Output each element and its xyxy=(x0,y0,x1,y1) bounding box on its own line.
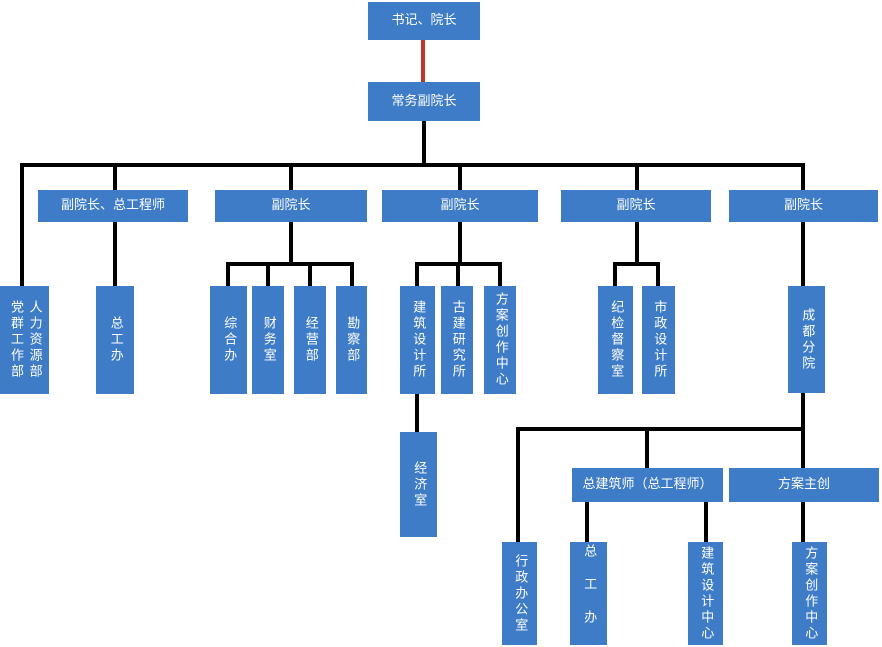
node-label: 副院长 xyxy=(616,198,656,214)
node-chengdu-branch: 成都分院 xyxy=(788,286,825,393)
node-label: 勘察部 xyxy=(344,316,360,364)
connector-drop-vice-dean-2 xyxy=(458,163,462,190)
node-survey-dept: 勘察部 xyxy=(336,286,367,394)
connector-vd1-bar xyxy=(226,262,354,266)
node-label-hr-dept: 人力资源部 xyxy=(26,300,42,380)
node-label: 经济室 xyxy=(411,460,427,509)
node-secretary-dean: 书记、院长 xyxy=(368,2,480,40)
node-ancient-building-research-institute: 古建研究所 xyxy=(441,286,473,394)
node-label: 古建研究所 xyxy=(449,300,465,380)
connector-drop-vice-dean-1 xyxy=(289,163,293,190)
node-scheme-creation-center: 方案创作中心 xyxy=(484,286,516,394)
connector-drop-scheme-lead xyxy=(801,427,805,468)
node-label: 总工办 xyxy=(581,544,597,643)
connector-drop-architecture-design-institute xyxy=(415,262,419,286)
node-label: 建筑设计所 xyxy=(410,300,426,380)
node-label: 副院长 xyxy=(271,198,311,214)
connector-vdce-office xyxy=(113,222,117,286)
node-label: 书记、院长 xyxy=(391,13,457,29)
connector-drop-finance-office xyxy=(266,262,270,286)
connector-drop-admin-office xyxy=(516,427,520,542)
connector-drop-vice-dean-4 xyxy=(801,163,805,190)
node-label: 总工办 xyxy=(107,316,123,364)
node-chief-architect: 总建筑师（总工程师） xyxy=(572,468,723,502)
connector-chengdu-bar xyxy=(516,427,805,431)
connector-vd4-chengdu xyxy=(801,222,805,286)
node-label: 副院长、总工程师 xyxy=(60,198,165,214)
connector-sl-scheme-creation-center xyxy=(801,502,805,542)
connector-trunk-bar xyxy=(20,163,805,167)
connector-drop-scheme-creation xyxy=(498,262,502,286)
node-label: 总建筑师（总工程师） xyxy=(582,477,713,493)
node-municipal-design-institute: 市政设计所 xyxy=(642,286,675,394)
connector-vd1-stem xyxy=(289,222,293,266)
connector-drop-ancient-building xyxy=(456,262,460,286)
node-chengdu-scheme-creation-center: 方案创作中心 xyxy=(792,542,827,645)
node-label: 副院长 xyxy=(440,198,480,214)
node-label-party-mass-dept: 党群工作部 xyxy=(8,300,23,380)
connector-drop-municipal-design xyxy=(656,262,660,286)
node-label: 方案创作中心 xyxy=(802,545,818,642)
node-label: 成都分院 xyxy=(799,307,815,372)
connector-drop-discipline-inspection xyxy=(613,262,617,286)
connector-exec-stem xyxy=(422,121,426,167)
node-architecture-design-center: 建筑设计中心 xyxy=(688,542,723,645)
connector-drop-chief-architect xyxy=(645,427,649,468)
node-vice-dean-2: 副院长 xyxy=(382,190,538,222)
connector-vd3-bar xyxy=(613,262,660,266)
connector-vd2-stem xyxy=(458,222,462,266)
node-vice-dean-chief-engineer: 副院长、总工程师 xyxy=(38,190,188,222)
node-general-office: 综合办 xyxy=(210,286,247,394)
node-vice-dean-3: 副院长 xyxy=(561,190,711,222)
connector-vd3-stem xyxy=(635,222,639,266)
node-label: 市政设计所 xyxy=(651,300,667,380)
node-admin-office: 行政办公室 xyxy=(502,542,537,645)
node-label: 经营部 xyxy=(302,316,318,364)
node-label: 综合办 xyxy=(221,316,237,364)
connector-drop-vice-dean-3 xyxy=(635,163,639,190)
connector-drop-vice-dean-chief-engineer xyxy=(113,163,117,190)
connector-ca-chief-engineer-office xyxy=(585,502,589,542)
node-label: 行政办公室 xyxy=(512,553,528,634)
node-label: 方案创作中心 xyxy=(492,292,508,388)
node-label: 常务副院长 xyxy=(391,93,457,109)
node-finance-office: 财务室 xyxy=(252,286,284,394)
node-architecture-design-institute: 建筑设计所 xyxy=(400,286,435,394)
node-discipline-inspection-office: 纪检督察室 xyxy=(598,286,633,394)
node-scheme-lead: 方案主创 xyxy=(729,468,879,502)
node-operations-dept: 经营部 xyxy=(294,286,326,394)
node-party-mass-hr-dept: 党群工作部 人力资源部 xyxy=(0,286,49,394)
node-chief-engineer-office: 总工办 xyxy=(96,286,134,394)
connector-secretary-exec xyxy=(421,40,425,82)
node-label: 方案主创 xyxy=(777,477,830,493)
node-vice-dean-1: 副院长 xyxy=(215,190,367,222)
node-economy-office: 经济室 xyxy=(400,432,437,537)
connector-drop-survey-dept xyxy=(350,262,354,286)
connector-chengdu-stem xyxy=(801,392,805,431)
node-exec-vice-dean: 常务副院长 xyxy=(368,82,480,121)
connector-ca-architecture-design-center xyxy=(704,502,708,542)
node-label: 纪检督察室 xyxy=(608,300,624,380)
connector-drop-general-office xyxy=(226,262,230,286)
node-label: 副院长 xyxy=(783,198,823,214)
node-vice-dean-4: 副院长 xyxy=(729,190,878,222)
node-label: 财务室 xyxy=(260,316,276,364)
node-label: 建筑设计中心 xyxy=(698,545,714,642)
node-chengdu-chief-engineer-office: 总工办 xyxy=(570,542,607,645)
connector-adi-economy xyxy=(415,393,419,432)
connector-drop-operations-dept xyxy=(308,262,312,286)
connector-drop-party-hr xyxy=(20,163,24,286)
